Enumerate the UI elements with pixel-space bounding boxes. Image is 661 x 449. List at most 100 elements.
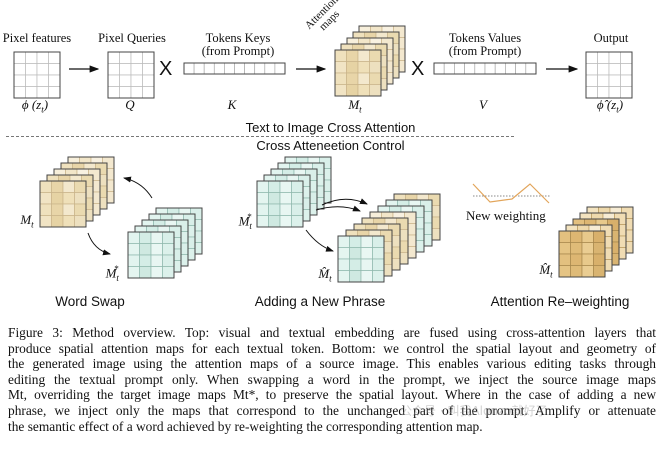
caption-line: Mt, overriding the target image maps Mt*… xyxy=(8,387,656,403)
grid-cell xyxy=(585,63,598,76)
grid-cell xyxy=(593,253,606,266)
grid-cell xyxy=(256,215,269,228)
grid-border xyxy=(13,51,61,99)
caption-line: produce spatial attention maps for each … xyxy=(8,340,656,356)
grid-cell xyxy=(620,51,633,64)
grid-cell xyxy=(360,270,373,283)
grid-cell xyxy=(162,266,175,279)
grid-cell xyxy=(570,242,583,255)
token-cell xyxy=(454,62,465,75)
grid-cell xyxy=(346,61,359,74)
token-cell xyxy=(484,62,496,75)
q-symbol: Q xyxy=(125,97,135,112)
grid-border xyxy=(337,235,385,283)
word-swap-source-symbol: Mt xyxy=(20,212,34,230)
token-cell xyxy=(254,62,266,75)
multiply-icon: X xyxy=(411,58,425,80)
tokens-keys-label-line1: Tokens Keys xyxy=(205,31,271,45)
grid-cell xyxy=(357,72,370,85)
grid-cell xyxy=(268,192,281,205)
grid-cell xyxy=(558,265,571,278)
grid-cell xyxy=(107,74,120,87)
grid-cell xyxy=(346,84,359,97)
grid-cell xyxy=(130,74,143,87)
reweighting-title: Attention Re–weighting xyxy=(490,294,630,309)
grid-cell xyxy=(291,215,304,228)
grid-cell xyxy=(13,74,26,87)
grid-cell xyxy=(119,74,132,87)
grid-cell xyxy=(162,254,175,267)
grid-cell xyxy=(150,231,163,244)
curved-arrow-icon xyxy=(123,176,153,199)
reweighting-output-stack xyxy=(558,206,634,278)
grid-cell xyxy=(107,51,120,64)
new-phrase-source-symbol: Mt* xyxy=(238,212,252,231)
new-phrase-output-stack xyxy=(337,193,441,283)
grid-cell xyxy=(369,72,382,85)
k-symbol: K xyxy=(227,97,237,112)
tokens-keys-label: Tokens Keys (from Prompt) xyxy=(190,32,286,58)
grid-cell xyxy=(334,49,347,62)
grid-cell xyxy=(372,270,385,283)
grid-cell xyxy=(593,265,606,278)
grid-cell xyxy=(36,63,49,76)
grid-cell xyxy=(360,247,373,260)
tokens-values-label-line1: Tokens Values xyxy=(448,31,522,45)
grid-cell xyxy=(268,215,281,228)
grid-cell xyxy=(620,63,633,76)
caption-line: phrase, we inject only the maps that cor… xyxy=(8,402,656,418)
grid-border xyxy=(585,51,633,99)
grid-cell xyxy=(162,231,175,244)
grid-cell xyxy=(48,63,61,76)
grid-cell xyxy=(119,51,132,64)
grid-cell xyxy=(107,63,120,76)
grid-cell xyxy=(74,215,87,228)
token-cell xyxy=(505,62,516,75)
grid-cell xyxy=(130,51,143,64)
grid-cell xyxy=(369,49,382,62)
grid-cell xyxy=(357,49,370,62)
grid-cell xyxy=(337,235,350,248)
pixel-queries-grid xyxy=(107,51,155,99)
grid-cell xyxy=(608,51,621,64)
tokens-values-bar xyxy=(433,62,537,75)
grid-cell xyxy=(62,203,75,216)
grid-border xyxy=(39,180,87,228)
grid-cell xyxy=(334,61,347,74)
grid-cell xyxy=(150,243,163,256)
attention-map-layer xyxy=(127,231,175,279)
grid-cell xyxy=(74,180,87,193)
grid-cell xyxy=(585,51,598,64)
new-phrase-output-symbol: M̂t xyxy=(318,266,332,284)
word-swap-target-stack xyxy=(127,207,203,279)
bar-border xyxy=(183,62,286,75)
grid-cell xyxy=(127,266,140,279)
grid-cell xyxy=(39,192,52,205)
grid-cell xyxy=(74,203,87,216)
grid-cell xyxy=(349,235,362,248)
grid-cell xyxy=(279,192,292,205)
token-cell xyxy=(494,62,506,75)
grid-cell xyxy=(25,74,38,87)
phi-symbol: ϕ (zt) xyxy=(21,97,49,115)
grid-cell xyxy=(25,51,38,64)
grid-cell xyxy=(119,63,132,76)
grid-border xyxy=(127,231,175,279)
grid-cell xyxy=(139,266,152,279)
token-cell xyxy=(464,62,476,75)
grid-cell xyxy=(558,242,571,255)
grid-cell xyxy=(570,230,583,243)
attention-maps-stack xyxy=(334,25,406,97)
grid-cell xyxy=(337,247,350,260)
grid-cell xyxy=(593,242,606,255)
grid-cell xyxy=(51,180,64,193)
grid-cell xyxy=(291,203,304,216)
grid-cell xyxy=(62,192,75,205)
reweighting-output-symbol: M̂t xyxy=(539,262,553,280)
pixel-features-grid xyxy=(13,51,61,99)
pixel-features-label: Pixel features xyxy=(2,31,72,45)
new-weighting-line xyxy=(472,183,550,204)
bottom-diagram xyxy=(39,156,634,283)
grid-cell xyxy=(39,180,52,193)
grid-cell xyxy=(256,203,269,216)
